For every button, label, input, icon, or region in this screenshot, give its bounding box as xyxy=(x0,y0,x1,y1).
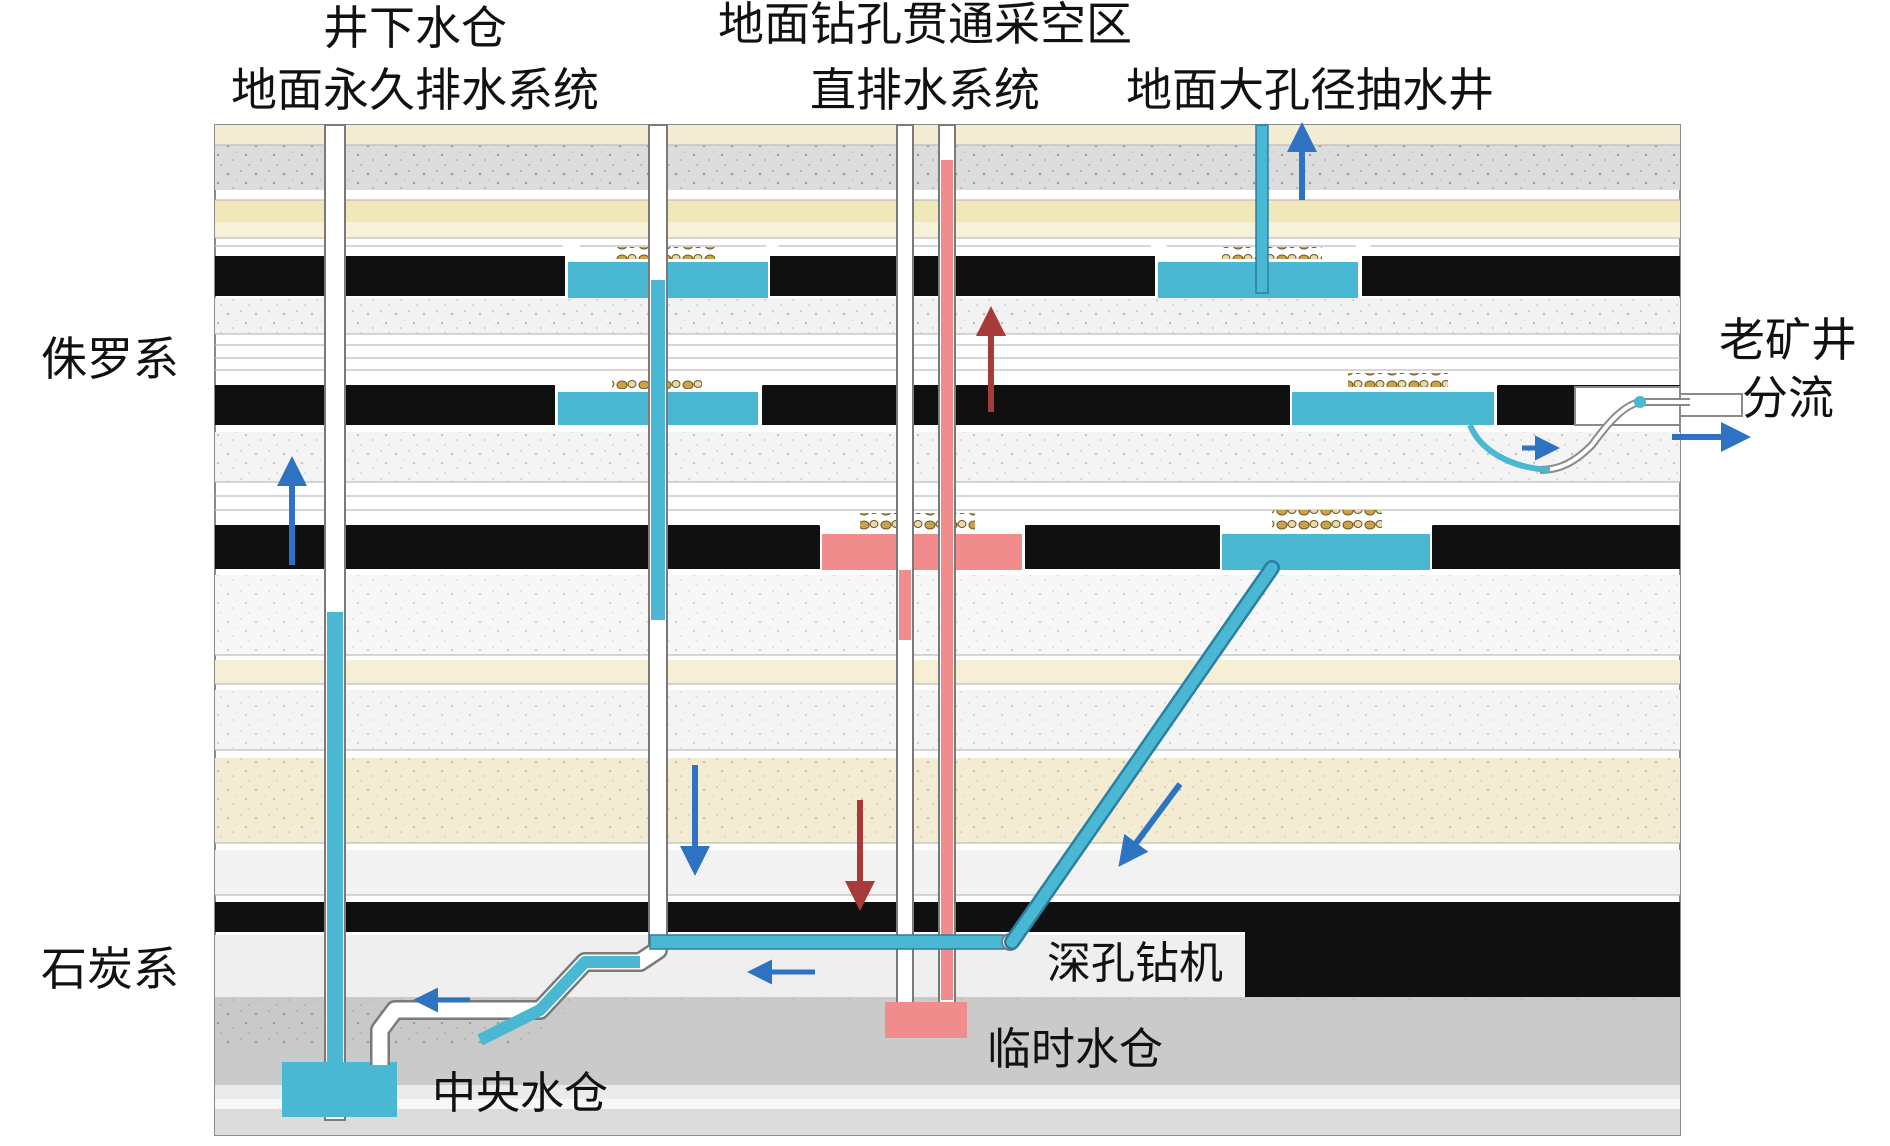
flow-arrows xyxy=(277,122,1751,1013)
floor-step xyxy=(215,1000,1680,1085)
label-central-sump: 中央水仓 xyxy=(432,1068,608,1119)
label-carboniferous: 石炭系 xyxy=(41,942,179,996)
labels: 井下水仓 地面永久排水系统 地面钻孔贯通采空区 直排水系统 地面大孔径抽水井 老… xyxy=(41,0,1857,1119)
goaf-seam2-right xyxy=(1285,373,1507,425)
temporary-sump xyxy=(885,1002,967,1038)
arrow-diagonal xyxy=(1118,782,1183,867)
goaf-borehole xyxy=(938,124,956,1006)
label-deep-drill: 深孔钻机 xyxy=(1047,938,1223,989)
permanent-drainage-shaft xyxy=(324,124,346,1121)
coal-seam-5 xyxy=(1245,932,1680,997)
drill-pipe xyxy=(649,933,1019,951)
central-sump xyxy=(282,1062,397,1117)
label-borehole-goaf: 地面钻孔贯通采空区 xyxy=(718,0,1132,51)
diversion-flow xyxy=(1467,423,1551,473)
underground-sump-pipe xyxy=(370,124,668,1065)
pipes xyxy=(282,124,1280,1121)
goaf-seam1-left xyxy=(562,244,780,298)
direct-drainage-shaft xyxy=(896,124,914,1006)
goaf-seam3-right xyxy=(1212,510,1442,570)
inclined-deep-hole xyxy=(1004,560,1280,950)
old-mine-diversion xyxy=(1467,386,1743,474)
label-underground-sump: 井下水仓 xyxy=(323,1,507,55)
label-permanent-drainage: 地面永久排水系统 xyxy=(231,63,599,117)
label-diversion: 分流 xyxy=(1742,371,1834,425)
label-temp-sump: 临时水仓 xyxy=(987,1024,1163,1075)
label-direct-drainage: 直排水系统 xyxy=(810,63,1040,117)
large-diameter-well xyxy=(1255,124,1269,294)
label-large-well: 地面大孔径抽水井 xyxy=(1126,63,1494,117)
label-jurassic: 侏罗系 xyxy=(41,332,179,386)
goaf-seam3-pink xyxy=(807,512,1032,570)
label-old-mine: 老矿井 xyxy=(1719,313,1857,367)
